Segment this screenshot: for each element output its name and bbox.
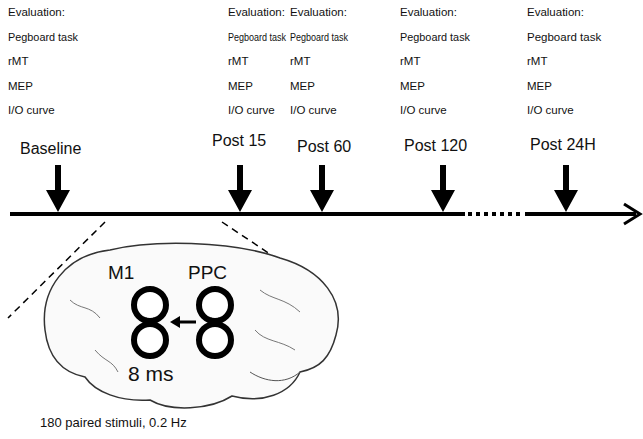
timepoint-label: Post 120 <box>404 137 467 155</box>
evaluation-item: I/O curve <box>527 104 574 117</box>
evaluation-heading: Evaluation: <box>290 6 347 19</box>
coil-center-marks <box>146 318 219 326</box>
evaluation-heading: Evaluation: <box>400 6 457 19</box>
evaluation-item: MEP <box>400 80 425 93</box>
timeline-axis <box>525 212 636 216</box>
brain-outline <box>44 243 338 408</box>
stimulus-arrowhead <box>170 316 180 328</box>
protocol-note: 180 paired stimuli, 0.2 Hz <box>40 416 187 431</box>
evaluation-item: MEP <box>228 80 253 93</box>
evaluation-item: rMT <box>400 55 420 68</box>
evaluation-item: MEP <box>290 80 315 93</box>
time-arrows <box>46 165 578 212</box>
evaluation-item: Pegboard task <box>527 31 601 44</box>
timepoint-label: Post 24H <box>530 136 596 154</box>
timepoint-label: Post 15 <box>212 132 266 150</box>
region-label: M1 <box>108 262 134 284</box>
timeline-arrowhead <box>624 204 640 224</box>
evaluation-item: I/O curve <box>228 104 275 117</box>
evaluation-item: rMT <box>527 55 547 68</box>
evaluation-item: Pegboard task <box>228 31 286 44</box>
brain-sulcus <box>260 290 300 312</box>
evaluation-item: Pegboard task <box>290 31 348 44</box>
brain-sulcus <box>95 350 118 372</box>
evaluation-heading: Evaluation: <box>228 6 285 19</box>
evaluation-item: rMT <box>228 55 248 68</box>
timepoint-label: Post 60 <box>297 138 351 156</box>
brain-sulcus <box>255 330 295 350</box>
region-label: PPC <box>188 262 227 284</box>
brain-sulcus <box>70 300 100 318</box>
timeline-break <box>468 212 522 216</box>
evaluation-heading: Evaluation: <box>527 6 584 19</box>
evaluation-item: Pegboard task <box>8 31 78 44</box>
evaluation-item: I/O curve <box>400 104 447 117</box>
evaluation-item: rMT <box>290 55 310 68</box>
evaluation-item: I/O curve <box>290 104 337 117</box>
evaluation-item: I/O curve <box>8 104 55 117</box>
timeline-axis <box>10 212 465 216</box>
evaluation-item: MEP <box>527 80 552 93</box>
evaluation-item: MEP <box>8 80 33 93</box>
interval-label: 8 ms <box>128 362 174 386</box>
evaluation-item: Pegboard task <box>400 31 470 44</box>
timepoint-label: Baseline <box>20 140 81 158</box>
stimulus-arrow <box>178 321 196 324</box>
figure8-coils <box>134 289 231 356</box>
evaluation-item: rMT <box>8 55 28 68</box>
brain-sulcus <box>250 372 300 381</box>
evaluation-heading: Evaluation: <box>8 6 65 19</box>
